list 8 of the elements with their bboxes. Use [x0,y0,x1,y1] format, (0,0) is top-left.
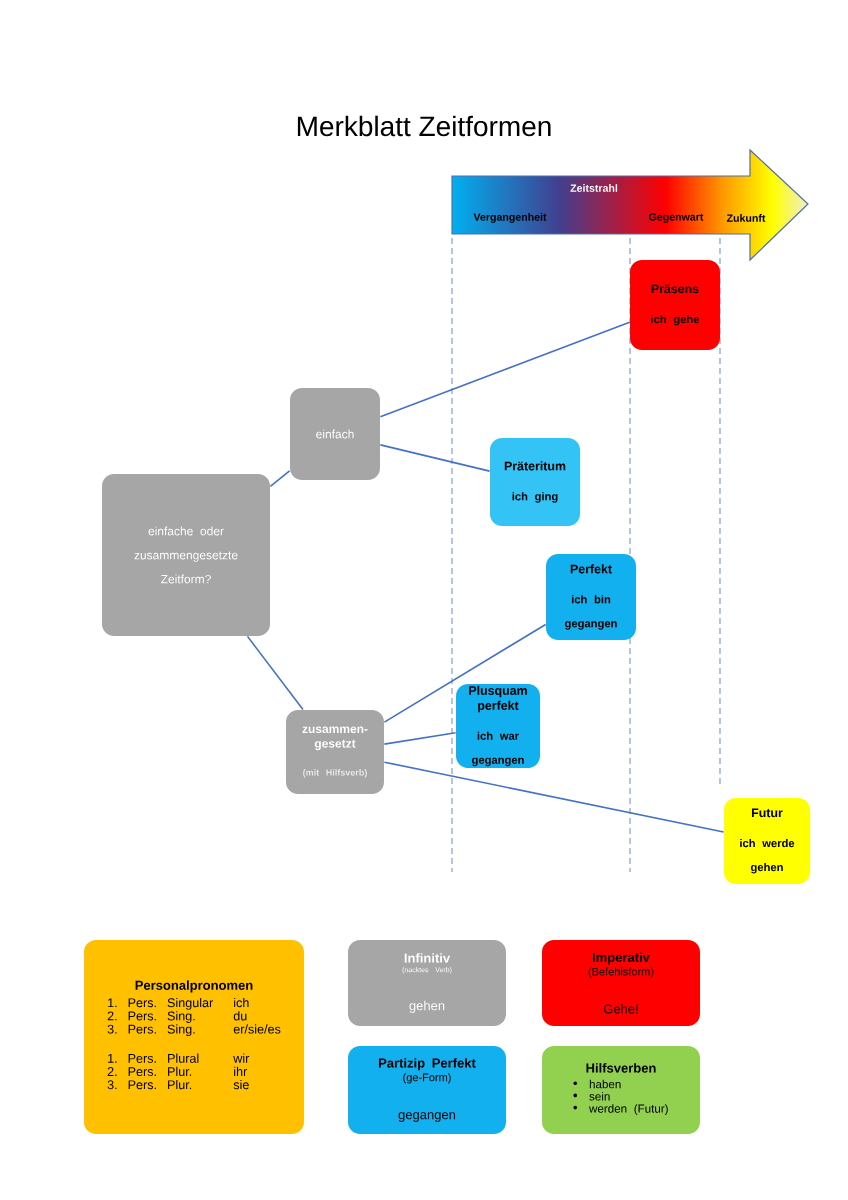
connector-line [383,731,457,745]
connector-line [269,470,291,488]
connector-line [383,623,547,723]
connector-line [383,761,725,833]
title: Merkblatt Zeitformen [297,115,551,137]
connector-line [379,321,631,418]
connector-line [379,444,491,472]
connector-line [246,635,304,711]
